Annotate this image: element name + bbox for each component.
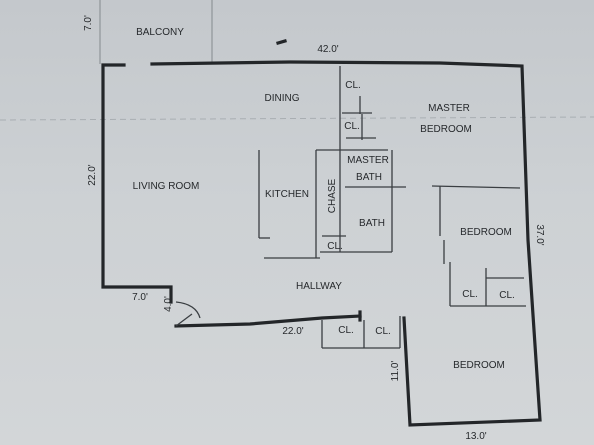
label-dining: DINING — [265, 93, 300, 104]
dim-balcony-depth: 7.0' — [83, 15, 94, 31]
door-leaf — [175, 313, 193, 327]
wall-master-bottom — [431, 185, 521, 189]
entry-door — [175, 301, 201, 327]
dim-bedroom-depth: 11.0' — [390, 361, 401, 382]
label-bedroom-bottom: BEDROOM — [453, 360, 505, 371]
label-closet-hall-1: CL. — [338, 325, 354, 336]
label-closet-right-1: CL. — [462, 289, 478, 300]
label-closet-right-2: CL. — [499, 290, 515, 301]
interior-walls — [258, 66, 526, 349]
label-master-bedroom-line2: BEDROOM — [420, 124, 472, 135]
label-master-bedroom-line1: MASTER — [428, 103, 470, 114]
label-kitchen: KITCHEN — [265, 189, 309, 200]
exterior-walls — [101, 60, 542, 427]
label-bath: BATH — [359, 218, 385, 229]
label-balcony: BALCONY — [136, 27, 184, 38]
dim-left-height: 22.0' — [87, 164, 98, 185]
label-master-bath-line1: MASTER — [347, 155, 389, 166]
label-bedroom-right: BEDROOM — [460, 227, 512, 238]
label-hallway: HALLWAY — [296, 281, 342, 292]
dim-hall-width: 22.0' — [282, 326, 303, 337]
wall-west — [101, 63, 173, 304]
wall-south-hall — [174, 314, 362, 328]
pen-mark — [276, 39, 287, 45]
dim-bottom-width: 13.0' — [465, 431, 486, 442]
dimension-labels: 7.0' 42.0' 22.0' 37.0' 7.0' 4.0' 22.0' 1… — [83, 15, 545, 442]
dim-door-width: 4.0' — [163, 296, 174, 312]
wall-east-south — [150, 60, 542, 427]
door-swing-arc — [175, 301, 201, 319]
label-living-room: LIVING ROOM — [133, 181, 200, 192]
label-closet-bath: CL. — [327, 241, 343, 252]
label-closet-hall-2: CL. — [375, 326, 391, 337]
room-labels: BALCONY DINING CL. CL. MASTER BEDROOM LI… — [133, 27, 515, 371]
label-chase: CHASE — [327, 178, 338, 213]
dim-entry-width: 7.0' — [132, 292, 148, 303]
label-closet-top-2: CL. — [344, 121, 360, 132]
dim-top-width: 42.0' — [317, 44, 338, 55]
label-closet-top-1: CL. — [345, 80, 361, 91]
paper-fold-line — [0, 116, 594, 121]
label-master-bath-line2: BATH — [356, 172, 382, 183]
dim-right-height: 37.0' — [534, 224, 545, 245]
